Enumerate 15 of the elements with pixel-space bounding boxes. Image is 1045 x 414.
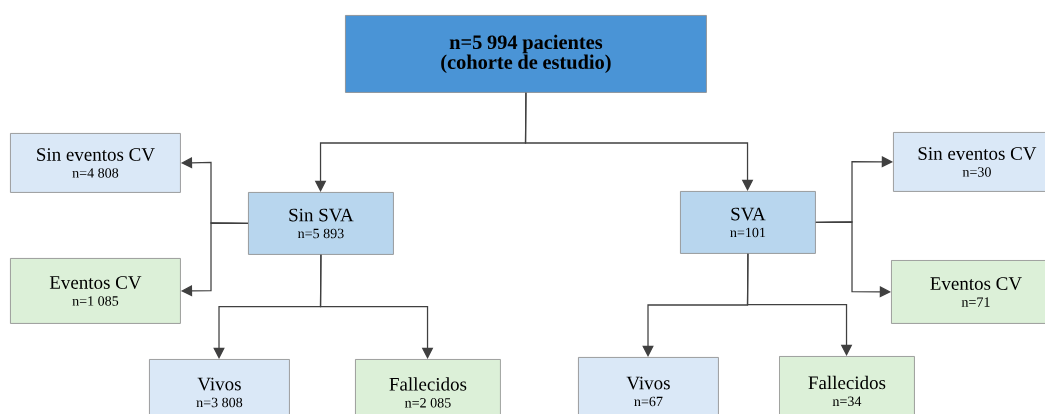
category-box: SVA n=101 <box>680 191 816 254</box>
arrow <box>319 254 434 359</box>
category-box: Fallecidos n=34 <box>779 356 915 414</box>
category-box: Sin eventos CV n=4 808 <box>10 133 181 193</box>
category-box: Vivos n=67 <box>578 357 719 414</box>
cohort-box: n=5 994 pacientes (cohorte de estudio) <box>345 15 707 93</box>
category-box: Sin SVA n=5 893 <box>248 192 394 255</box>
category-box: Sin eventos CV n=30 <box>893 132 1045 192</box>
category-box: Eventos CV n=71 <box>891 260 1045 324</box>
category-box: Vivos n=3 808 <box>149 359 290 414</box>
arrow <box>524 92 754 191</box>
category-box: Fallecidos n=2 085 <box>355 359 501 414</box>
category-box: Eventos CV n=1 085 <box>10 258 181 324</box>
arrow <box>746 253 853 356</box>
arrow <box>815 221 891 298</box>
